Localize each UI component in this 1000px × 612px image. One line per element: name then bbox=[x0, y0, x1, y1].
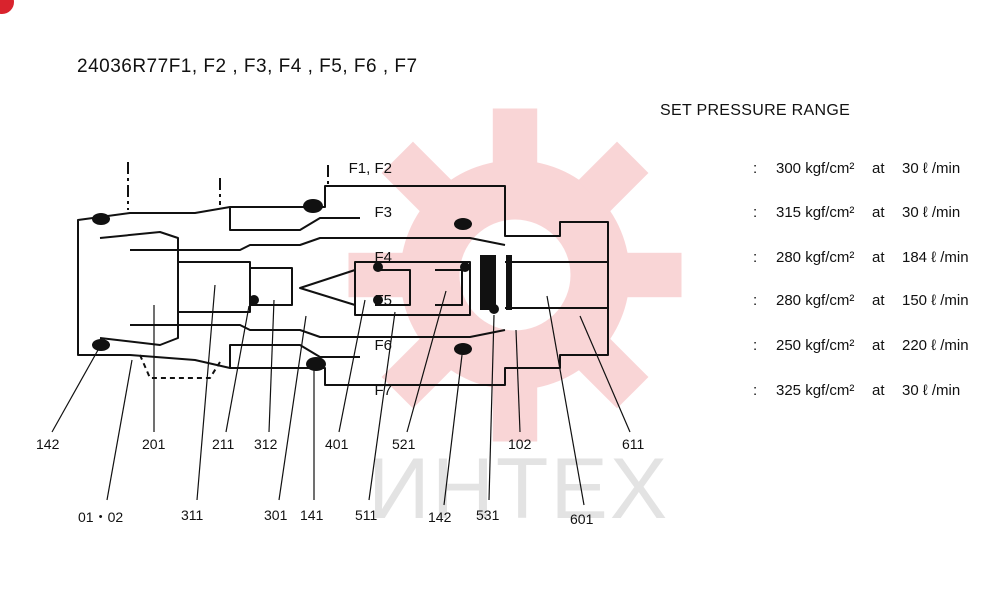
o-ring-top bbox=[303, 199, 323, 213]
at-label: at bbox=[872, 382, 885, 399]
at-label: at bbox=[872, 337, 885, 354]
left-cap-inner bbox=[99, 231, 179, 346]
piston-inner bbox=[375, 269, 411, 306]
set-pressure-panel: SET PRESSURE RANGE F1, F2 : 300 kgf/cm² … bbox=[349, 96, 990, 416]
port-label: F1, F2 bbox=[348, 160, 392, 177]
pressure-value: 250 kgf/cm² bbox=[776, 337, 855, 354]
leader-lines bbox=[51, 284, 631, 506]
left-bore bbox=[130, 237, 506, 251]
diagram-title: 24036R77F1, F2 , F3, F4 , F5, F6 , F7 bbox=[77, 56, 418, 77]
o-ring-141 bbox=[306, 357, 326, 371]
flow-value: 30 ℓ /min bbox=[902, 160, 961, 177]
port-label: F3 bbox=[374, 204, 392, 221]
separator: : bbox=[753, 292, 758, 309]
callout-401: 401 bbox=[325, 436, 349, 452]
pressure-value: 325 kgf/cm² bbox=[776, 382, 855, 399]
retainer-531 bbox=[480, 255, 496, 310]
callout-102: 102 bbox=[508, 436, 532, 452]
callout-142-lower: 142 bbox=[428, 509, 452, 525]
flow-value: 150 ℓ /min bbox=[902, 292, 969, 309]
port-label: F4 bbox=[374, 249, 392, 266]
separator: : bbox=[753, 204, 758, 221]
pressure-value: 315 kgf/cm² bbox=[776, 204, 855, 221]
seat-insert bbox=[250, 267, 293, 306]
ring-401a bbox=[373, 262, 383, 272]
pressure-value: 280 kgf/cm² bbox=[776, 249, 855, 266]
retainer-531b bbox=[506, 255, 512, 310]
callout-611: 611 bbox=[622, 436, 645, 452]
at-label: at bbox=[872, 160, 885, 177]
piston-inner-right bbox=[435, 269, 463, 306]
flow-value: 184 ℓ /min bbox=[902, 249, 969, 266]
flow-value: 30 ℓ /min bbox=[902, 382, 961, 399]
lower-flange-dashed bbox=[139, 354, 221, 379]
o-ring-right-bottom bbox=[454, 343, 472, 355]
flow-value: 220 ℓ /min bbox=[902, 337, 969, 354]
separator: : bbox=[753, 160, 758, 177]
callout-141: 141 bbox=[300, 507, 324, 523]
watermark-text: ИНТЕХ bbox=[368, 441, 670, 537]
port-label: F6 bbox=[374, 337, 392, 354]
callout-01-02: 01・02 bbox=[78, 509, 124, 525]
separator: : bbox=[753, 249, 758, 266]
callout-142: 142 bbox=[36, 436, 60, 452]
ring-401b bbox=[373, 295, 383, 305]
flow-value: 30 ℓ /min bbox=[902, 204, 961, 221]
cone-tip bbox=[299, 269, 356, 306]
pressure-value: 280 kgf/cm² bbox=[776, 292, 855, 309]
left-bore-lower bbox=[130, 324, 506, 338]
callout-521: 521 bbox=[392, 436, 416, 452]
callout-601: 601 bbox=[570, 511, 594, 527]
callout-311: 311 bbox=[181, 507, 204, 523]
set-pressure-heading: SET PRESSURE RANGE bbox=[660, 102, 851, 119]
callout-511: 511 bbox=[355, 507, 378, 523]
ball-211 bbox=[249, 295, 259, 305]
callout-301: 301 bbox=[264, 507, 288, 523]
at-label: at bbox=[872, 249, 885, 266]
at-label: at bbox=[872, 292, 885, 309]
callout-312: 312 bbox=[254, 436, 278, 452]
left-poppet bbox=[177, 261, 251, 313]
body-upper-step bbox=[229, 207, 360, 231]
pressure-value: 300 kgf/cm² bbox=[776, 160, 855, 177]
piston-body bbox=[354, 261, 471, 316]
at-label: at bbox=[872, 204, 885, 221]
callout-201: 201 bbox=[142, 436, 166, 452]
o-ring-right-top bbox=[454, 218, 472, 230]
body-lower-step bbox=[229, 344, 360, 368]
port-label: F7 bbox=[374, 382, 392, 399]
valve-outer-body bbox=[77, 185, 609, 386]
port-label: F5 bbox=[374, 292, 392, 309]
separator: : bbox=[753, 382, 758, 399]
separator: : bbox=[753, 337, 758, 354]
end-plug-stem bbox=[505, 261, 609, 309]
ring-521a bbox=[460, 262, 470, 272]
callout-531: 531 bbox=[476, 507, 500, 523]
callout-211: 211 bbox=[212, 436, 235, 452]
o-ring-142b bbox=[92, 339, 110, 351]
o-ring-142a bbox=[92, 213, 110, 225]
gear-watermark-icon bbox=[348, 108, 682, 442]
